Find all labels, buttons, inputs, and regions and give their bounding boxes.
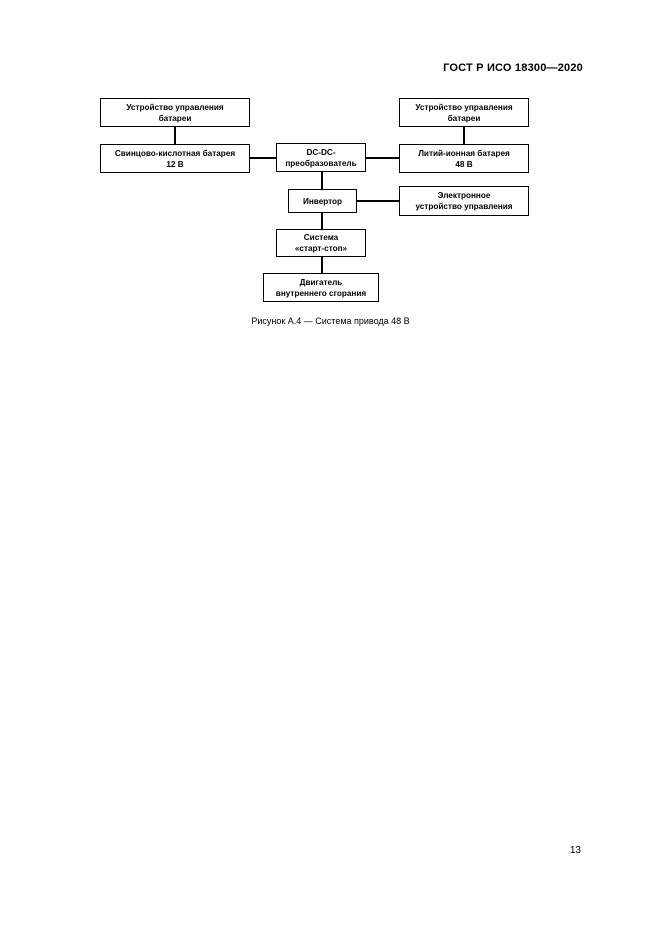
- connector-start-stop-engine: [321, 257, 323, 273]
- box-line: Инвертор: [302, 196, 343, 206]
- battery-management-unit-left: Устройство управления батареи: [100, 98, 250, 127]
- drive-system-diagram: Устройство управления батареи Свинцово-к…: [0, 0, 661, 330]
- connector-bms-right-li-ion: [463, 127, 465, 145]
- electronic-control-unit-box: Электронное устройство управления: [399, 186, 529, 216]
- box-line: 48 В: [455, 159, 473, 169]
- connector-dcdc-li-ion: [366, 157, 400, 159]
- box-line: Система: [303, 233, 339, 242]
- internal-combustion-engine-box: Двигатель внутреннего сгорания: [263, 273, 379, 302]
- li-ion-battery-box: Литий-ионная батарея 48 В: [399, 144, 529, 173]
- box-line: Свинцово-кислотная батарея: [114, 148, 236, 158]
- box-line: «старт-стоп»: [294, 244, 348, 253]
- lead-acid-battery-box: Свинцово-кислотная батарея 12 В: [100, 144, 250, 173]
- box-line: Электронное: [437, 191, 491, 200]
- dcdc-converter-box: DC-DC- преобразователь: [276, 143, 366, 172]
- inverter-box: Инвертор: [288, 189, 357, 213]
- box-line: Литий-ионная батарея: [418, 148, 510, 158]
- document-header: ГОСТ Р ИСО 18300—2020: [443, 62, 583, 74]
- box-line: DC-DC-: [306, 147, 336, 157]
- box-line: Устройство управления: [415, 102, 513, 112]
- connector-lead-acid-dcdc: [250, 157, 276, 159]
- box-line: Двигатель: [299, 277, 343, 287]
- box-line: преобразователь: [285, 158, 357, 168]
- page-number: 13: [569, 845, 581, 856]
- box-line: 12 В: [166, 159, 184, 169]
- start-stop-system-box: Система «старт-стоп»: [276, 229, 366, 257]
- box-line: внутреннего сгорания: [275, 288, 367, 298]
- connector-inverter-ecu: [357, 200, 399, 202]
- battery-management-unit-right: Устройство управления батареи: [399, 98, 529, 127]
- connector-inverter-start-stop: [321, 213, 323, 229]
- connector-dcdc-inverter: [321, 172, 323, 189]
- box-line: батареи: [158, 113, 192, 123]
- figure-caption: Рисунок А.4 — Система привода 48 В: [251, 316, 410, 326]
- box-line: батареи: [447, 113, 481, 123]
- box-line: устройство управления: [415, 202, 513, 211]
- box-line: Устройство управления: [126, 102, 224, 112]
- connector-bms-left-lead-acid: [174, 127, 176, 145]
